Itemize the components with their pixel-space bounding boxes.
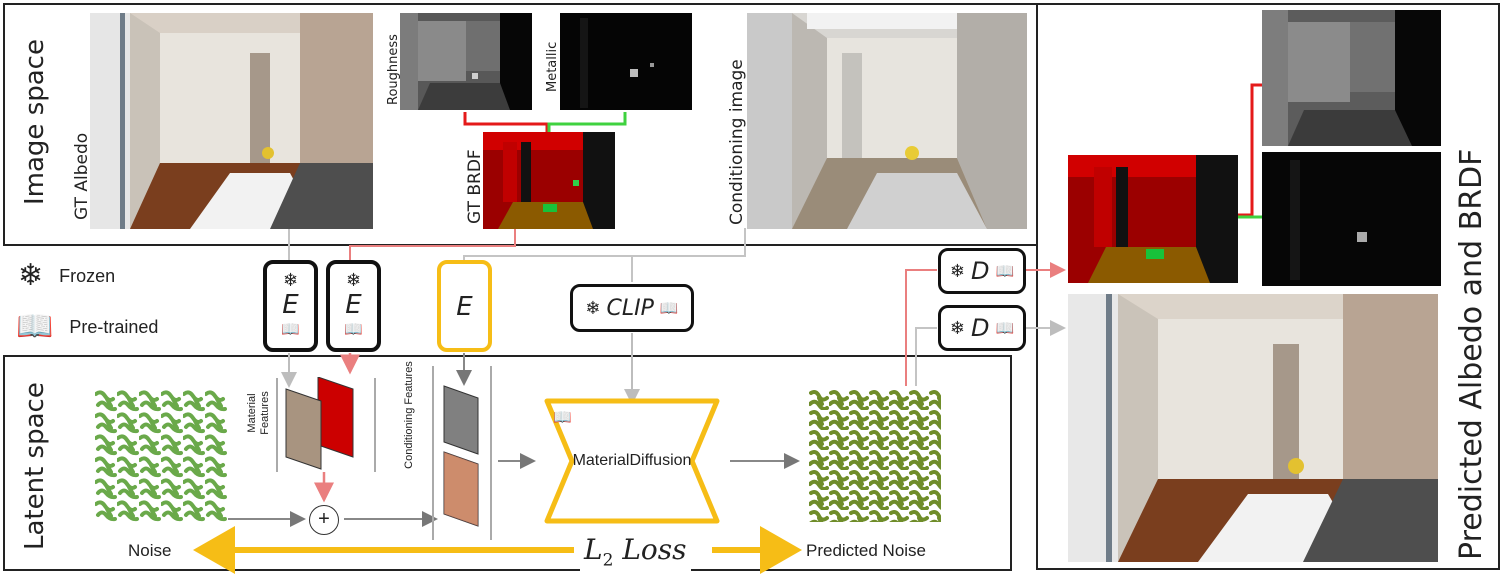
material-features-label: Material Features [246, 391, 271, 435]
loss-symbol: L [584, 533, 603, 566]
legend-frozen: ❄ Frozen [18, 261, 115, 291]
snowflake-icon: ❄ [345, 270, 362, 290]
conditioning-image [747, 13, 1027, 229]
roughness-label: Roughness [386, 34, 401, 105]
open-book-icon: 📖 [16, 310, 54, 343]
decoder-brdf: ❄ D 📖 [938, 248, 1026, 294]
gt-albedo-label: GT Albedo [72, 132, 92, 220]
conditioning-image-label: Conditioning image [727, 59, 747, 225]
snowflake-icon: ❄ [282, 270, 299, 290]
conditioning-features-label: Conditioning Features [403, 361, 415, 469]
encoder-brdf: ❄ E 📖 [326, 260, 381, 352]
material-feature-brackets [276, 378, 376, 472]
open-book-icon: 📖 [281, 321, 300, 338]
conditioning-feature-brackets [432, 366, 492, 540]
loss-word: Loss [622, 533, 687, 566]
decoder-label: D [970, 257, 990, 285]
legend-frozen-text: Frozen [59, 265, 116, 286]
snowflake-icon: ❄ [585, 297, 601, 318]
predicted-brdf-image [1068, 155, 1238, 283]
latent-space-panel [3, 355, 1012, 571]
open-book-icon: 📖 [344, 321, 363, 338]
roughness-image [400, 13, 532, 110]
predicted-albedo-image [1068, 294, 1438, 562]
loss-subscript: 2 [602, 550, 614, 571]
predicted-metallic-image [1262, 152, 1441, 286]
material-diffusion-block [544, 398, 720, 524]
predicted-panel [1036, 3, 1500, 570]
encoder-albedo: ❄ E 📖 [263, 260, 318, 352]
l2-loss-label: L2 Loss [580, 533, 691, 571]
open-book-icon: 📖 [995, 320, 1015, 337]
metallic-image [560, 13, 692, 110]
encoder-label: E [282, 290, 299, 320]
legend-pretrained: 📖 Pre-trained [16, 312, 158, 342]
encoder-label: E [456, 292, 473, 322]
encoder-conditioning: E [437, 260, 492, 352]
plus-operator: + [309, 505, 339, 535]
snowflake-icon: ❄ [18, 259, 44, 292]
material-diffusion-label: MaterialDiffusion [572, 452, 692, 469]
metallic-label: Metallic [545, 41, 560, 92]
predicted-noise-latent [809, 390, 941, 522]
gt-albedo-image [90, 13, 373, 229]
conditioning-feature-maps [443, 385, 479, 527]
material-feature-maps [285, 377, 354, 470]
gt-brdf-image [483, 132, 615, 229]
predicted-roughness-image [1262, 10, 1441, 146]
open-book-icon: 📖 [553, 409, 572, 426]
open-book-icon: 📖 [659, 300, 679, 317]
legend-pretrained-text: Pre-trained [69, 316, 159, 337]
decoder-label: D [970, 314, 990, 342]
decoder-albedo: ❄ D 📖 [938, 305, 1026, 351]
predicted-noise-label: Predicted Noise [806, 541, 927, 560]
open-book-icon: 📖 [995, 263, 1015, 280]
clip-module: ❄ CLIP 📖 [570, 284, 694, 332]
encoder-label: E [345, 290, 362, 320]
noise-label: Noise [128, 541, 172, 560]
snowflake-icon: ❄ [949, 317, 965, 338]
snowflake-icon: ❄ [949, 260, 965, 281]
gt-brdf-label: GT BRDF [465, 149, 485, 224]
clip-label: CLIP [606, 295, 654, 321]
noise-latent [95, 390, 227, 522]
